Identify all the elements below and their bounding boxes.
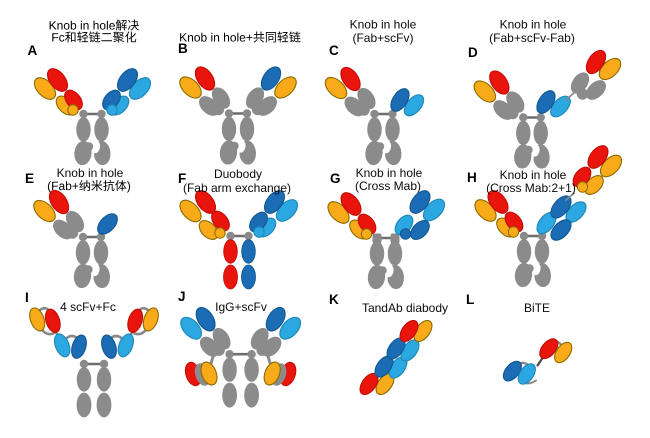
svg-text:4 scFv+Fc: 4 scFv+Fc (60, 300, 116, 314)
svg-text:K: K (329, 292, 339, 307)
svg-text:B: B (178, 41, 188, 56)
svg-text:D: D (468, 45, 478, 60)
svg-text:E: E (25, 171, 34, 186)
svg-text:Knob in hole: Knob in hole (57, 166, 124, 180)
svg-text:(Fab+scFv): (Fab+scFv) (352, 31, 413, 45)
svg-text:IgG+scFv: IgG+scFv (215, 300, 267, 314)
svg-text:Knob in hole: Knob in hole (356, 166, 423, 180)
svg-text:Knob in hole: Knob in hole (350, 18, 417, 32)
svg-text:(Cross Mab): (Cross Mab) (355, 179, 421, 193)
svg-text:TandAb diabody: TandAb diabody (362, 301, 448, 315)
svg-text:L: L (466, 292, 474, 307)
svg-text:H: H (467, 170, 477, 185)
svg-text:Knob in hole: Knob in hole (500, 18, 567, 32)
svg-text:(Fab arm exchange): (Fab arm exchange) (183, 181, 291, 195)
svg-text:G: G (330, 171, 341, 186)
svg-text:Knob in hole: Knob in hole (500, 168, 567, 182)
svg-text:A: A (28, 43, 38, 58)
svg-text:C: C (329, 43, 339, 58)
svg-text:Duobody: Duobody (214, 167, 262, 181)
svg-text:I: I (25, 290, 29, 305)
svg-text:F: F (178, 171, 186, 186)
svg-text:(Cross Mab:2+1): (Cross Mab:2+1) (486, 181, 576, 195)
svg-text:J: J (178, 289, 186, 304)
svg-text:(Fab+scFv-Fab): (Fab+scFv-Fab) (489, 31, 575, 45)
svg-text:BiTE: BiTE (524, 301, 550, 315)
